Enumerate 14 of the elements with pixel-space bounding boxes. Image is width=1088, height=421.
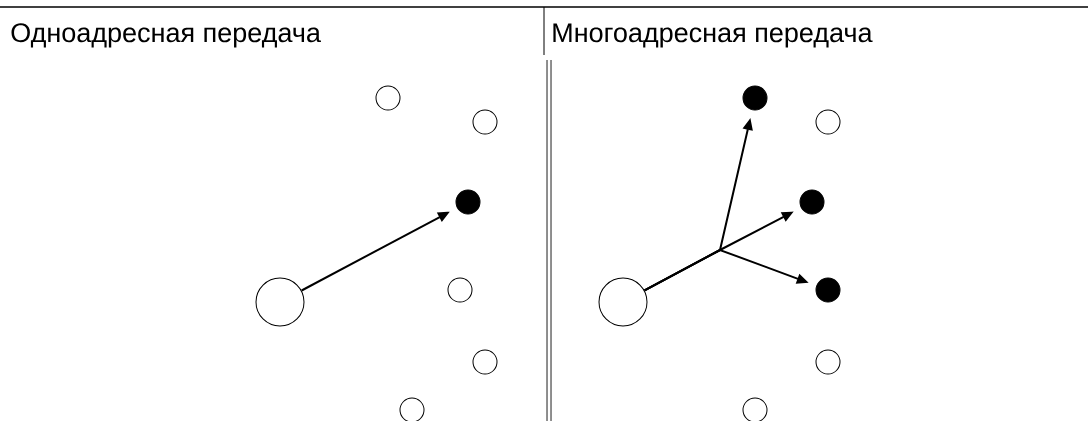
filled-dot	[799, 189, 825, 215]
source-circle	[598, 277, 648, 327]
open-circle	[472, 109, 498, 135]
panel-heading: Одноадресная передача	[11, 23, 321, 48]
filled-dot	[742, 85, 768, 111]
source-circle	[255, 277, 305, 327]
open-circle	[447, 277, 473, 303]
open-circle	[472, 349, 498, 375]
panel-heading: Многоадресная передача	[553, 23, 873, 48]
filled-dot	[815, 277, 841, 303]
open-circle	[375, 85, 401, 111]
filled-dot	[455, 189, 481, 215]
open-circle	[815, 109, 841, 135]
open-circle	[815, 349, 841, 375]
